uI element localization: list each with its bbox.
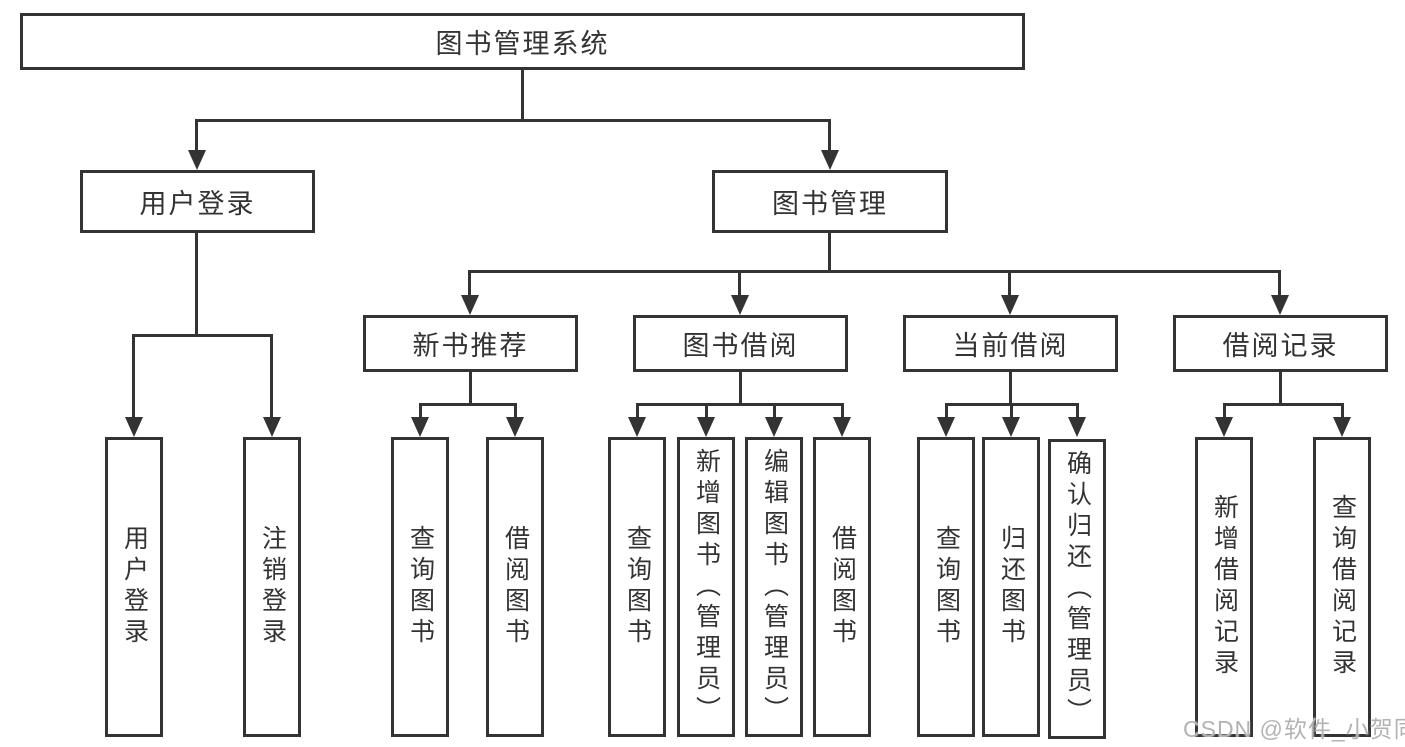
leaf-query-books-current-label: 查询图书 bbox=[932, 525, 961, 649]
connector-level2-rail bbox=[468, 270, 1280, 273]
arrow-down-icon bbox=[125, 417, 143, 437]
leaf-borrow-books-label: 借阅图书 bbox=[828, 525, 857, 649]
connector-shaft bbox=[738, 270, 741, 298]
arrow-down-icon bbox=[411, 417, 429, 437]
arrow-down-icon bbox=[461, 295, 479, 315]
node-current-borrow-label: 当前借阅 bbox=[952, 331, 1069, 361]
leaf-query-borrow-record-label: 查询借阅记录 bbox=[1328, 494, 1357, 680]
arrow-down-icon bbox=[628, 417, 646, 437]
leaf-query-books-current: 查询图书 bbox=[917, 437, 975, 737]
connector-shaft bbox=[705, 403, 708, 423]
leaf-confirm-return-admin: 确认归还（管理员） bbox=[1048, 439, 1106, 739]
leaf-logout: 注销登录 bbox=[243, 437, 301, 737]
node-current-borrow: 当前借阅 bbox=[903, 315, 1118, 372]
leaf-add-borrow-record-label: 新增借阅记录 bbox=[1210, 494, 1239, 680]
connector-shaft bbox=[468, 270, 471, 298]
leaf-edit-book-admin-label: 编辑图书（管理员） bbox=[760, 447, 789, 727]
node-borrow-records: 借阅记录 bbox=[1173, 315, 1388, 372]
arrow-down-icon bbox=[697, 417, 715, 437]
leaf-user-login-label: 用户登录 bbox=[120, 525, 149, 649]
leaf-query-books-borrow: 查询图书 bbox=[608, 437, 666, 737]
connector-user-login-rail bbox=[132, 334, 273, 337]
node-root: 图书管理系统 bbox=[20, 13, 1025, 70]
node-user-login-label: 用户登录 bbox=[139, 189, 256, 219]
arrow-down-icon bbox=[937, 417, 955, 437]
connector-shaft bbox=[132, 334, 135, 422]
node-new-book-recommend: 新书推荐 bbox=[363, 315, 578, 372]
leaf-return-book-label: 归还图书 bbox=[997, 525, 1026, 649]
connector-group-drop bbox=[1279, 372, 1282, 405]
arrow-down-icon bbox=[821, 150, 839, 170]
connector-shaft bbox=[419, 403, 422, 423]
connector-level1-rail bbox=[195, 119, 831, 122]
node-borrow-records-label: 借阅记录 bbox=[1222, 331, 1339, 361]
leaf-logout-label: 注销登录 bbox=[258, 525, 287, 649]
connector-shaft bbox=[1341, 403, 1344, 423]
connector-user-login-drop bbox=[195, 233, 198, 337]
node-book-management-label: 图书管理 bbox=[772, 189, 888, 219]
arrow-down-icon bbox=[263, 417, 281, 437]
csdn-watermark: CSDN @软件_小贺同学 bbox=[1183, 716, 1405, 742]
node-book-borrow-label: 图书借阅 bbox=[682, 331, 799, 361]
leaf-query-books-recommend: 查询图书 bbox=[391, 437, 449, 737]
leaf-confirm-return-admin-label: 确认归还（管理员） bbox=[1063, 449, 1092, 729]
leaf-add-book-admin-label: 新增图书（管理员） bbox=[692, 447, 721, 727]
connector-root-drop bbox=[521, 70, 524, 122]
arrow-down-icon bbox=[1001, 295, 1019, 315]
connector-shaft bbox=[195, 119, 198, 155]
connector-shaft bbox=[270, 334, 273, 422]
node-book-management: 图书管理 bbox=[712, 170, 948, 233]
connector-shaft bbox=[945, 403, 948, 423]
arrow-down-icon bbox=[506, 417, 524, 437]
arrow-down-icon bbox=[833, 417, 851, 437]
connector-group-rail bbox=[636, 403, 844, 406]
connector-group-rail bbox=[419, 403, 517, 406]
connector-shaft bbox=[1223, 403, 1226, 423]
leaf-add-borrow-record: 新增借阅记录 bbox=[1195, 437, 1253, 737]
arrow-down-icon bbox=[731, 295, 749, 315]
arrow-down-icon bbox=[1333, 417, 1351, 437]
node-root-label: 图书管理系统 bbox=[435, 29, 610, 59]
leaf-query-borrow-record: 查询借阅记录 bbox=[1313, 437, 1371, 737]
connector-group-drop bbox=[1009, 372, 1012, 405]
connector-shaft bbox=[773, 403, 776, 423]
leaf-borrow-books-recommend-label: 借阅图书 bbox=[501, 525, 530, 649]
leaf-edit-book-admin: 编辑图书（管理员） bbox=[745, 437, 803, 737]
connector-shaft bbox=[636, 403, 639, 423]
arrow-down-icon bbox=[1068, 417, 1086, 437]
connector-group-drop bbox=[739, 372, 742, 405]
leaf-query-books-borrow-label: 查询图书 bbox=[623, 525, 652, 649]
node-new-book-recommend-label: 新书推荐 bbox=[412, 331, 529, 361]
leaf-user-login: 用户登录 bbox=[105, 437, 163, 737]
leaf-query-books-recommend-label: 查询图书 bbox=[406, 525, 435, 649]
arrow-down-icon bbox=[1002, 417, 1020, 437]
leaf-borrow-books-recommend: 借阅图书 bbox=[486, 437, 544, 737]
connector-group-drop bbox=[469, 372, 472, 405]
arrow-down-icon bbox=[1271, 295, 1289, 315]
leaf-return-book: 归还图书 bbox=[982, 437, 1040, 737]
node-book-borrow: 图书借阅 bbox=[633, 315, 848, 372]
arrow-down-icon bbox=[765, 417, 783, 437]
node-user-login: 用户登录 bbox=[80, 170, 315, 233]
leaf-add-book-admin: 新增图书（管理员） bbox=[677, 437, 735, 737]
connector-shaft bbox=[1010, 403, 1013, 423]
connector-shaft bbox=[1278, 270, 1281, 298]
connector-shaft bbox=[1008, 270, 1011, 298]
connector-book-mgmt-drop bbox=[828, 233, 831, 273]
connector-shaft bbox=[828, 119, 831, 155]
arrow-down-icon bbox=[1215, 417, 1233, 437]
connector-shaft bbox=[1076, 403, 1079, 423]
connector-group-rail bbox=[1223, 403, 1344, 406]
leaf-borrow-books: 借阅图书 bbox=[813, 437, 871, 737]
connector-shaft bbox=[514, 403, 517, 423]
arrow-down-icon bbox=[188, 150, 206, 170]
connector-shaft bbox=[841, 403, 844, 423]
